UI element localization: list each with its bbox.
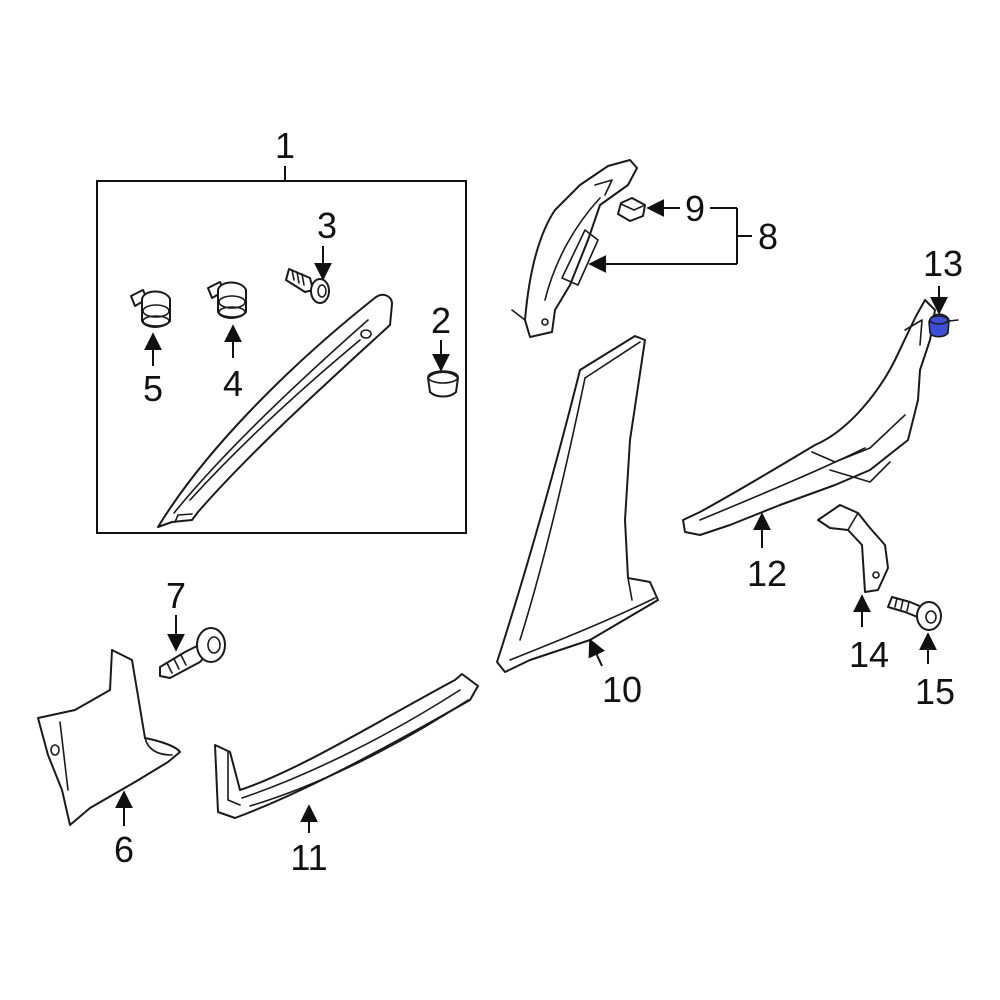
part-1-a-pillar-trim[interactable] (157, 293, 393, 528)
callout-8: 8 (758, 216, 778, 257)
part-5-push-clip[interactable] (130, 289, 171, 328)
part-14-bracket[interactable] (817, 504, 889, 593)
callout-9: 9 (685, 188, 705, 229)
callout-3: 3 (317, 205, 337, 246)
callout-12: 12 (747, 553, 787, 594)
part-13-clip-highlighted[interactable] (928, 313, 959, 338)
callout-6: 6 (114, 829, 134, 870)
part-1-group-box (96, 180, 467, 534)
callout-13: 13 (923, 243, 963, 284)
callout-4: 4 (223, 363, 243, 404)
callout-1: 1 (275, 125, 295, 166)
callout-2: 2 (431, 300, 451, 341)
part-12-rear-sill-trim[interactable] (682, 299, 936, 536)
callout-5: 5 (143, 368, 163, 409)
part-15-bolt[interactable] (887, 596, 942, 631)
callout-14: 14 (849, 634, 889, 675)
part-10-lower-b-pillar-trim[interactable] (496, 335, 659, 673)
part-4-push-clip[interactable] (207, 281, 247, 319)
part-7-bolt[interactable] (159, 627, 226, 679)
callout-15: 15 (915, 671, 955, 712)
part-6-cowl-side-trim[interactable] (37, 649, 181, 826)
callout-10: 10 (602, 669, 642, 710)
part-2-clip[interactable] (427, 370, 459, 398)
part-11-sill-scuff-plate[interactable] (214, 673, 479, 819)
part-8-upper-b-pillar-trim[interactable] (511, 159, 638, 338)
part-9-cap[interactable] (617, 197, 646, 222)
callout-7: 7 (166, 575, 186, 616)
callout-11: 11 (290, 837, 327, 878)
